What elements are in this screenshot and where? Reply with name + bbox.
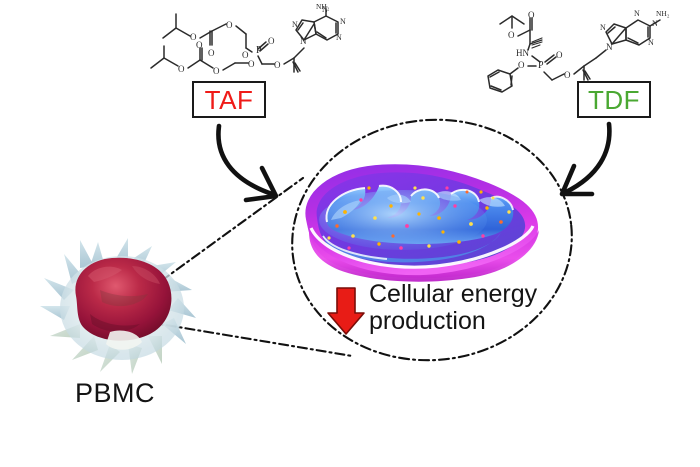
mito-cut-belly — [309, 230, 539, 282]
svg-text:O: O — [226, 20, 233, 30]
svg-text:O: O — [528, 10, 535, 20]
svg-text:P: P — [538, 60, 544, 71]
svg-text:O: O — [274, 60, 281, 70]
svg-text:N: N — [600, 23, 606, 32]
svg-text:O: O — [508, 30, 515, 40]
mitochondrion-illustration — [303, 162, 541, 282]
svg-text:NH₂: NH₂ — [656, 9, 670, 18]
svg-text:N: N — [648, 38, 654, 47]
mito-inner-rim — [309, 225, 535, 269]
svg-text:O: O — [556, 50, 563, 60]
pbmc-cell-illustration — [40, 238, 196, 374]
taf-label-text: TAF — [204, 84, 254, 115]
svg-text:O: O — [242, 50, 249, 60]
svg-text:P: P — [256, 45, 262, 56]
svg-text:O: O — [196, 40, 203, 50]
svg-text:O: O — [190, 32, 197, 42]
svg-text:O: O — [248, 59, 255, 69]
tdf-chemical-structure: O O HN P O O — [487, 9, 670, 93]
tdf-label-text: TDF — [587, 84, 641, 115]
svg-text:N: N — [322, 5, 328, 14]
energy-label-line1: Cellular energy — [369, 280, 538, 308]
tdf-label-box[interactable]: TDF — [577, 81, 651, 118]
svg-text:N: N — [340, 17, 346, 26]
taf-chemical-structure: O O O O O O O — [150, 2, 346, 76]
svg-text:N: N — [300, 36, 307, 46]
svg-text:N: N — [634, 9, 640, 18]
curved-arrow-left — [216, 123, 279, 203]
callout-ellipse — [291, 118, 573, 362]
taf-label-box[interactable]: TAF — [192, 81, 266, 118]
svg-text:O: O — [208, 48, 215, 58]
svg-text:N: N — [336, 33, 342, 42]
pbmc-label: PBMC — [74, 378, 155, 408]
svg-text:N: N — [606, 42, 613, 52]
cell-vesicle — [106, 330, 142, 350]
down-arrow-red[interactable] — [327, 287, 365, 335]
svg-text:N: N — [292, 20, 298, 29]
cell-nucleus — [75, 257, 172, 341]
svg-text:NH₂: NH₂ — [316, 2, 330, 11]
svg-text:O: O — [564, 70, 571, 80]
svg-text:O: O — [178, 64, 185, 74]
svg-text:HN: HN — [516, 48, 529, 58]
cellular-energy-label: Cellular energy production — [369, 281, 569, 335]
svg-text:O: O — [518, 60, 525, 70]
callout-connector-bottom — [146, 320, 354, 358]
svg-text:O: O — [268, 36, 275, 46]
svg-text:O: O — [213, 66, 220, 76]
mito-particles — [327, 186, 511, 250]
curved-arrow-right — [559, 121, 612, 197]
energy-label-line2: production — [369, 307, 486, 335]
